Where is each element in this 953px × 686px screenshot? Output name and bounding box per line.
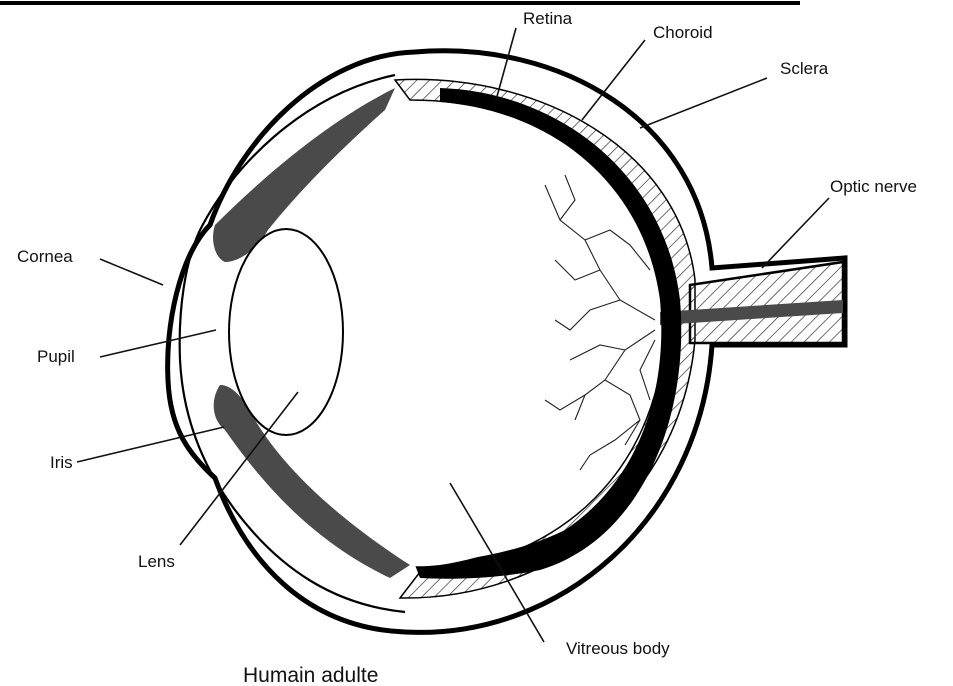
vitreous-body-label: Vitreous body bbox=[566, 639, 670, 658]
cornea-leader bbox=[100, 259, 163, 285]
sclera-leader bbox=[640, 78, 767, 128]
cornea-label: Cornea bbox=[17, 247, 73, 266]
optic-nerve-label: Optic nerve bbox=[830, 177, 917, 196]
sclera-label: Sclera bbox=[780, 59, 829, 78]
lens-label: Lens bbox=[138, 552, 175, 571]
choroid-label: Choroid bbox=[653, 23, 713, 42]
retina-label: Retina bbox=[523, 9, 573, 28]
iris-label: Iris bbox=[50, 453, 73, 472]
lens-shape bbox=[229, 229, 343, 435]
diagram-caption: Humain adulte bbox=[243, 664, 378, 686]
pupil-label: Pupil bbox=[37, 347, 75, 366]
